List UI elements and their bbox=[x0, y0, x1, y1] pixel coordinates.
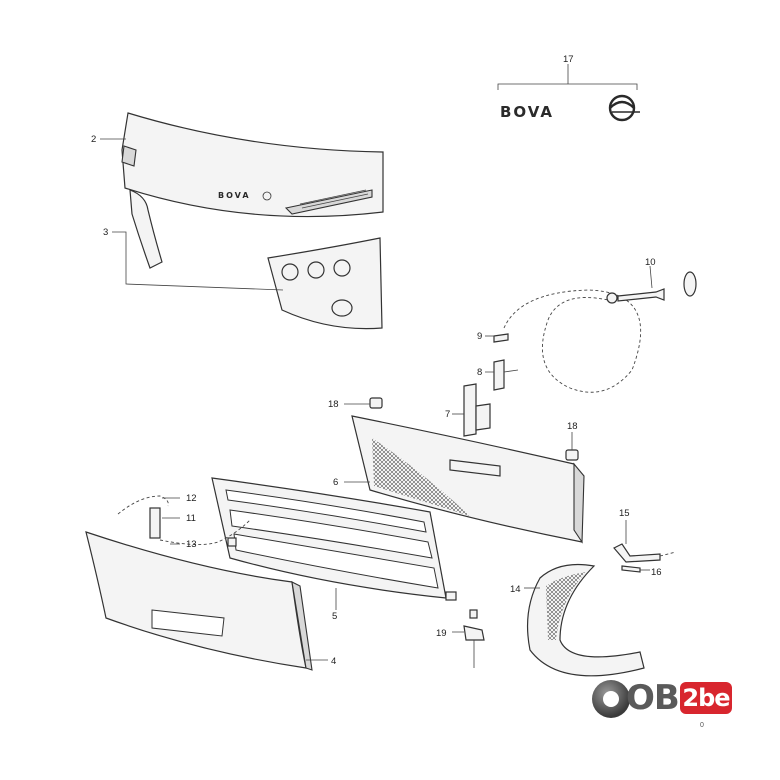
part-19-bracket bbox=[452, 609, 485, 668]
callout-3: 3 bbox=[103, 227, 108, 238]
callout-18b: 18 bbox=[567, 421, 578, 432]
callout-19: 19 bbox=[436, 628, 447, 639]
callout-16: 16 bbox=[651, 567, 662, 578]
callout-2: 2 bbox=[91, 134, 96, 145]
part-14-curved-strip bbox=[524, 563, 645, 677]
panel-brand-text: BOVA bbox=[218, 191, 251, 200]
badge-brand-text: BOVA bbox=[500, 103, 554, 121]
callout-13: 13 bbox=[186, 539, 197, 550]
watermark-highlight: 2be bbox=[680, 682, 732, 714]
callout-18a: 18 bbox=[328, 399, 339, 410]
part-17-badge: BOVA bbox=[497, 64, 640, 122]
callout-15: 15 bbox=[619, 508, 630, 519]
callout-5: 5 bbox=[332, 611, 337, 622]
watermark-sub: 0 bbox=[700, 722, 704, 729]
part-3-gauge-panel bbox=[112, 189, 383, 330]
part-6-mesh-panel bbox=[344, 415, 585, 544]
callout-17: 17 bbox=[563, 54, 574, 65]
callout-9: 9 bbox=[477, 331, 482, 342]
callout-14: 14 bbox=[510, 584, 521, 595]
badge-swirl-icon bbox=[608, 94, 640, 122]
part-5-grille-frame bbox=[211, 477, 457, 610]
part-18-screws bbox=[344, 397, 579, 461]
callout-10: 10 bbox=[645, 257, 656, 268]
callout-6: 6 bbox=[333, 477, 338, 488]
latch-hardware bbox=[117, 495, 251, 545]
part-15-16-hardware bbox=[613, 520, 677, 573]
hinge-and-cable-hardware bbox=[452, 265, 697, 437]
watermark-o-icon bbox=[592, 680, 630, 718]
callout-8: 8 bbox=[477, 367, 482, 378]
callout-7: 7 bbox=[445, 409, 450, 420]
obd2be-watermark-logo: OBD 2be bbox=[592, 678, 738, 720]
part-2-front-cap: BOVA bbox=[100, 112, 384, 218]
callout-4: 4 bbox=[331, 656, 336, 667]
callout-12: 12 bbox=[186, 493, 197, 504]
callout-11: 11 bbox=[186, 513, 196, 524]
part-4-front-panel bbox=[85, 531, 328, 671]
panel-swirl-icon bbox=[262, 191, 272, 201]
